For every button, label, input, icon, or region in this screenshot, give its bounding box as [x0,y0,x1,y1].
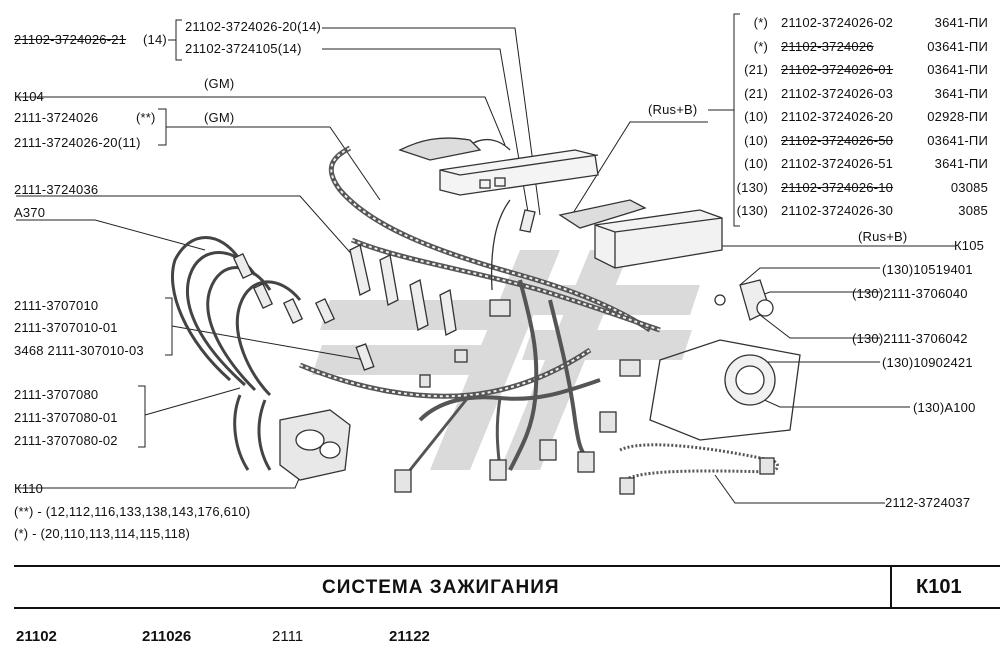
label-10519401: (130)10519401 [882,262,973,277]
label-2111-3707080: 2111-3707080 [14,387,99,402]
model-21122: 21122 [389,628,430,645]
label-21102-3724105: 21102-3724105(14) [185,41,302,56]
label-2111-3707080-02: 2111-3707080-02 [14,433,118,448]
sheet-code: К101 [916,576,962,598]
label-double-star: (**) [136,110,156,125]
label-2111-3707010-01: 2111-3707010-01 [14,320,118,335]
page-title: СИСТЕМА ЗАЖИГАНИЯ [322,577,560,598]
ecu-row-number: 3641-ПИ [934,156,988,171]
ecu-row-number: 3085 [958,203,988,218]
ecu-row-part: 21102-3724026-03 [781,85,894,101]
label-a100: (130)А100 [913,400,976,415]
label-gm-1: (GM) [204,76,235,91]
ecu-row-code: (21) [744,85,768,101]
label-21102-3724026-20: 21102-3724026-20(14) [185,19,322,34]
title-divider [890,567,892,607]
ecu-row-number: 3641-ПИ [934,85,988,101]
ecu-row-part: 21102-3724026-51 [781,156,894,171]
ecu-row-code: (10) [744,132,768,148]
label-2111-3724026-20: 2111-3724026-20(11) [14,135,141,150]
model-21102: 21102 [16,628,57,645]
label-gm-2: (GM) [204,110,235,125]
title-bar: СИСТЕМА ЗАЖИГАНИЯ К101 [14,565,1000,609]
wiring-harness-illustration [170,137,801,495]
label-2111-3707010: 2111-3707010 [14,298,99,313]
label-a370: А370 [14,205,46,220]
ecu-row-part: 21102-3724026-20 [781,109,894,124]
label-k104: К104 [14,89,45,104]
note-single-star: (*) - (20,110,113,114,115,118) [14,526,191,541]
label-2111-3724026: 2111-3724026 [14,110,99,125]
ecu-row-number: 3641-ПИ [934,15,988,30]
label-k105: К105 [954,238,985,253]
note-double-star: (**) - (12,112,116,133,138,143,176,610) [14,504,251,519]
label-2111-3724036: 2111-3724036 [14,182,99,197]
label-21102-3724026-21: 21102-3724026-21 [14,32,127,47]
label-21102-3724026-21-suffix: (14) [143,32,167,47]
label-2111-3706040: (130)2111-3706040 [852,286,968,301]
ecu-row-code: (*) [753,38,768,54]
ecu-row-part: 21102-3724026-10 [781,179,894,195]
label-2112-3724037: 2112-3724037 [885,495,971,510]
ecu-row-part: 21102-3724026-50 [781,132,894,148]
label-2111-3707080-01: 2111-3707080-01 [14,410,118,425]
ecu-row-part: 21102-3724026-01 [781,62,894,77]
ecu-row-code: (21) [744,62,768,77]
ecu-row-number: 03641-ПИ [927,62,988,77]
label-10902421: (130)10902421 [882,355,973,370]
ecu-row-code: (130) [736,179,768,195]
ecu-row-code: (130) [736,203,768,218]
ecu-row-code: (10) [744,109,768,124]
label-rusb-2: (Rus+B) [858,229,908,244]
label-rusb-1: (Rus+B) [648,102,698,117]
ecu-row-part: 21102-3724026-02 [781,15,894,30]
ecu-row-part: 21102-3724026-30 [781,203,894,218]
ecu-row-code: (*) [753,15,768,30]
ecu-row-number: 03641-ПИ [927,132,988,148]
ecu-row-number: 03085 [950,179,988,195]
label-3468: 3468 2111-307010-03 [14,343,144,358]
label-2111-3706042: (130)2111-3706042 [852,331,968,346]
model-211026: 211026 [142,628,192,645]
label-k110: К110 [14,481,44,496]
ecu-row-part: 21102-3724026 [781,38,874,54]
ecu-row-number: 03641-ПИ [927,38,988,54]
ecu-row-number: 02928-ПИ [927,109,988,124]
ecu-row-code: (10) [744,156,768,171]
model-2111: 2111 [272,628,304,645]
